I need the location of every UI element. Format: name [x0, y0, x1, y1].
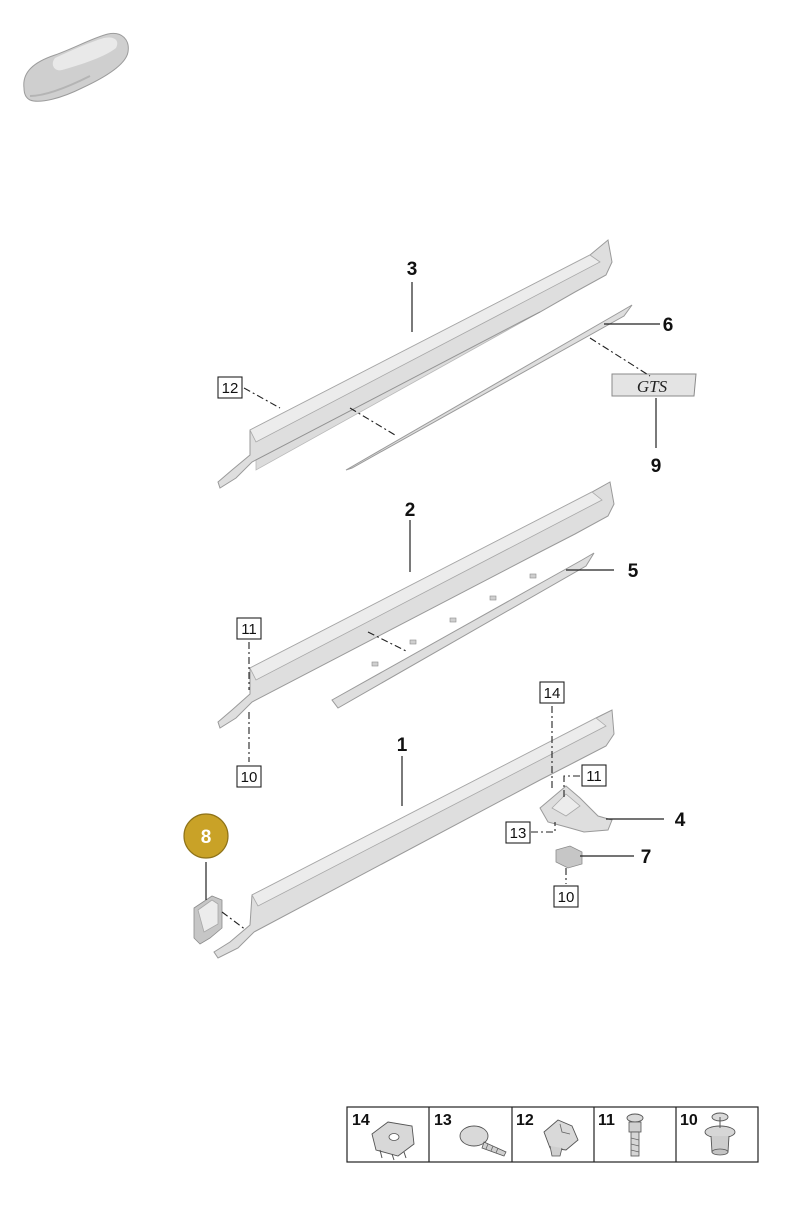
svg-text:13: 13	[434, 1112, 452, 1129]
box-11-lower[interactable]: 11	[581, 764, 607, 787]
callout-1[interactable]: 1	[397, 735, 408, 756]
box-10-lower[interactable]: 10	[553, 885, 579, 908]
rivet-icon	[704, 1112, 736, 1156]
svg-text:12: 12	[516, 1112, 534, 1129]
part-3-sill-cover[interactable]	[217, 239, 613, 489]
svg-text:14: 14	[352, 1112, 370, 1129]
car-thumbnail-icon[interactable]	[23, 32, 129, 102]
svg-text:10: 10	[680, 1112, 698, 1129]
box-11-upper[interactable]: 11	[236, 617, 262, 640]
part-1-sill[interactable]	[213, 709, 615, 959]
callout-8: 8	[201, 827, 212, 848]
fastener-table: 14 13 12 11	[346, 1106, 759, 1163]
screw-icon	[459, 1125, 507, 1157]
svg-text:10: 10	[558, 889, 575, 906]
part-7-clip[interactable]	[555, 845, 583, 869]
part-9-gts-badge[interactable]: GTS	[611, 373, 697, 397]
highlight-circle	[183, 813, 229, 859]
box-10-upper[interactable]: 10	[236, 765, 262, 788]
svg-text:11: 11	[598, 1112, 615, 1129]
part-2-sill-cover[interactable]	[217, 481, 615, 729]
svg-text:11: 11	[241, 621, 257, 638]
table-cell-14[interactable]: 14	[352, 1112, 415, 1161]
box-13[interactable]: 13	[505, 821, 531, 844]
callout-9[interactable]: 9	[651, 456, 662, 477]
table-cell-10[interactable]: 10	[680, 1112, 736, 1156]
part-4-bracket[interactable]	[539, 785, 613, 833]
table-cell-13[interactable]: 13	[434, 1112, 507, 1157]
clip-icon	[543, 1119, 579, 1157]
callout-8-highlight[interactable]: 8	[183, 813, 229, 859]
callout-7[interactable]: 7	[641, 847, 652, 868]
svg-text:14: 14	[544, 685, 561, 702]
clip-nut-icon	[371, 1121, 415, 1161]
callout-3[interactable]: 3	[407, 259, 418, 280]
callout-2[interactable]: 2	[405, 500, 416, 521]
callout-5[interactable]: 5	[628, 561, 639, 582]
part-5-trim-strip[interactable]	[331, 552, 595, 709]
bolt-icon	[626, 1113, 644, 1157]
badge-text: GTS	[637, 377, 668, 396]
table-cell-11[interactable]: 11	[598, 1112, 644, 1157]
callout-4[interactable]: 4	[675, 810, 686, 831]
part-6-trim-strip[interactable]	[345, 304, 633, 471]
part-8-bracket[interactable]	[193, 895, 223, 945]
callout-6[interactable]: 6	[663, 315, 674, 336]
svg-text:13: 13	[510, 825, 527, 842]
table-cell-12[interactable]: 12	[516, 1112, 579, 1157]
svg-text:12: 12	[222, 380, 239, 397]
box-14[interactable]: 14	[539, 681, 565, 704]
svg-text:11: 11	[586, 768, 602, 785]
svg-text:10: 10	[241, 769, 258, 786]
box-12[interactable]: 12	[217, 376, 243, 399]
